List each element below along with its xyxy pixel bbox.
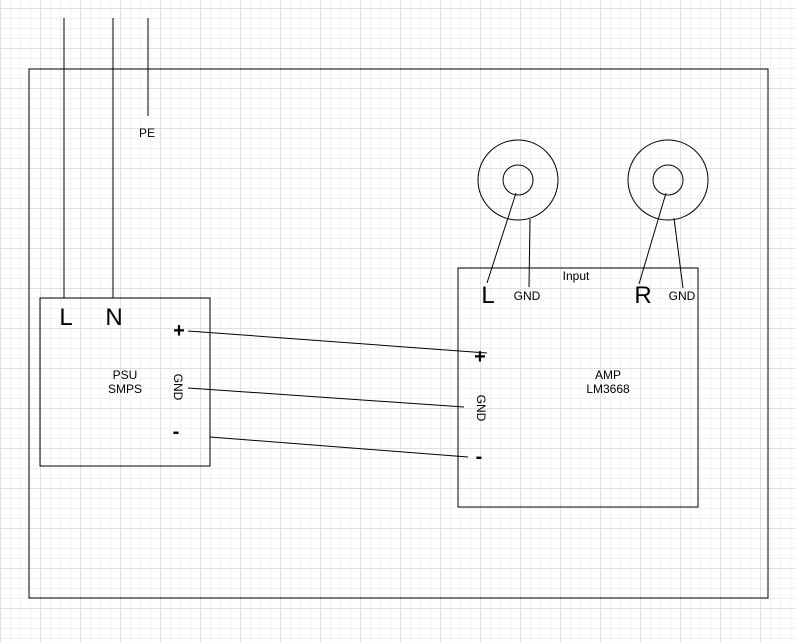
psu-box[interactable]: [39, 297, 211, 467]
amp-plus-label: +: [474, 346, 486, 368]
pe-label: PE: [139, 126, 155, 140]
psu-n-label: N: [105, 304, 122, 331]
enclosure-box[interactable]: [28, 68, 769, 599]
wire-rca-left-ground[interactable]: [528, 218, 531, 288]
amp-minus-label: -: [476, 446, 483, 468]
amp-title: AMP: [595, 368, 621, 382]
amp-input-label: Input: [563, 269, 590, 283]
rca-jack-left[interactable]: [477, 139, 559, 221]
psu-l-label: L: [59, 304, 72, 331]
rca-jack-right[interactable]: [627, 139, 709, 221]
wire-rca-right-ground[interactable]: [673, 217, 684, 289]
wire-rca-left-signal[interactable]: [486, 192, 517, 284]
amp-subtitle: LM3668: [586, 382, 630, 396]
rca-right-center-pin: [652, 164, 684, 196]
amp-input-r-label: R: [634, 282, 651, 309]
psu-title: PSU: [113, 368, 138, 382]
amp-input-gnd-r-label: GND: [669, 289, 696, 303]
rca-right-outer-ring: [627, 139, 709, 221]
amp-gnd-label: GND: [474, 395, 488, 422]
wire-rca-right-signal[interactable]: [638, 192, 667, 285]
psu-subtitle: SMPS: [108, 382, 142, 396]
amp-box[interactable]: [457, 267, 699, 508]
psu-plus-label: +: [173, 320, 185, 342]
rca-left-outer-ring: [477, 139, 559, 221]
wire-supply-gnd[interactable]: [187, 387, 465, 408]
psu-gnd-label: GND: [171, 374, 185, 401]
wire-supply-plus[interactable]: [187, 330, 488, 354]
psu-minus-label: -: [173, 421, 180, 443]
amp-input-l-label: L: [481, 282, 494, 309]
rca-left-center-pin: [502, 164, 534, 196]
wire-supply-minus[interactable]: [209, 436, 469, 458]
amp-input-gnd-l-label: GND: [514, 289, 541, 303]
